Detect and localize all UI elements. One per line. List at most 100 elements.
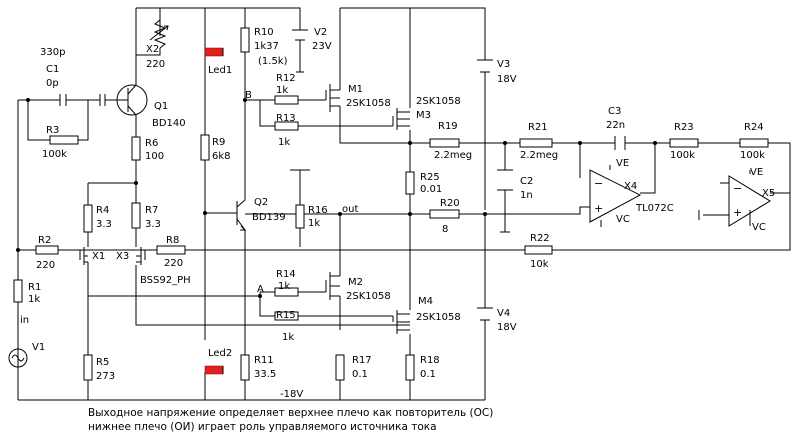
R21-body [519,138,553,148]
C3-plates [614,136,626,150]
opamp-X5-ve: VE [750,167,763,178]
R12-value: 1k [276,85,288,96]
R24-value: 100k [740,150,765,161]
R10-value: 1k37 [254,41,279,52]
component-labels: 330p C1 0p R3 100k R2 220 R1 1k in V1 X2… [20,27,775,400]
X4-ref: X4 [624,181,637,192]
X3-ref: X3 [116,251,129,262]
R9-body [200,134,210,161]
R6-ref: R6 [145,138,158,149]
M3-value: 2SK1058 [416,96,461,107]
R17-ref: R17 [352,355,372,366]
node-out: out [342,204,358,215]
mosfet-X1 [79,247,88,265]
R11-body [240,354,250,381]
R3-body [49,135,79,145]
R7-value: 3.3 [145,219,161,230]
R8-ref: R8 [166,235,179,246]
bjt-Q1 [105,84,148,116]
R20-body [429,209,460,219]
R13-ref: R13 [276,113,296,124]
R14-value: 1k [278,281,290,292]
C1-plates [59,94,67,106]
R2-body [35,245,59,255]
R1-body [13,279,23,303]
wiring [17,7,791,401]
mosfet-M4 [392,310,410,334]
battery-V3 [477,59,493,80]
note-line-2: нижнее плечо (ОИ) играет роль управляемо… [88,421,437,433]
X4-value: TL072C [635,203,674,214]
svg-text:+: + [594,202,603,215]
R25-ref: R25 [420,172,440,183]
R23-body [669,138,699,148]
node-neg18v: -18V [280,389,303,400]
Led1-body [204,47,224,57]
R5-body [83,354,93,381]
Led1-ref: Led1 [208,65,232,76]
R20-ref: R20 [440,198,460,209]
X3-value: BSS92_PH [140,275,191,286]
R3-value: 100k [42,149,67,160]
R18-ref: R18 [420,355,440,366]
C1-ref: C1 [46,64,59,75]
Q1-value: BD140 [152,118,186,129]
R15-ref: R15 [276,310,296,321]
R25-value: 0.01 [420,184,442,195]
X2-value: 220 [146,59,165,70]
C2-ref: C2 [520,176,533,187]
R9-value: 6k8 [212,151,231,162]
R22-ref: R22 [530,233,550,244]
V3-value: 18V [497,74,517,85]
R21-ref: R21 [528,122,548,133]
C1-extra: 330p [40,47,65,58]
R19-value: 2.2meg [434,150,472,161]
junction-dots [16,98,657,298]
R15-value: 1k [282,332,294,343]
C3-value: 22n [606,120,625,131]
voltage-source-V1 [8,348,28,368]
R18-body [405,354,415,381]
mosfet-X3 [136,247,146,265]
R24-ref: R24 [744,122,764,133]
potentiometer-X2 [136,19,169,56]
svg-text:+: + [733,206,742,219]
M4-value: 2SK1058 [416,312,461,323]
resistor-symbols [13,27,769,381]
R7-ref: R7 [145,205,158,216]
R4-value: 3.3 [96,219,112,230]
input-label: in [20,315,29,326]
C2-plates [497,169,513,191]
R6-value: 100 [145,151,164,162]
R11-ref: R11 [254,355,274,366]
C1-end [99,94,106,106]
mosfet-M1 [325,84,341,112]
X1-ref: X1 [92,251,105,262]
R2-ref: R2 [38,235,51,246]
Q2-ref: Q2 [254,197,268,208]
node-A: A [257,284,264,295]
Led2-body [204,365,224,375]
R5-value: 273 [96,371,115,382]
opamp-X5: − + [728,175,771,227]
battery-V4 [477,307,493,328]
R8-value: 220 [164,258,183,269]
M2-value: 2SK1058 [346,291,391,302]
V4-ref: V4 [497,308,510,319]
R22-body [524,245,553,255]
R4-body [83,204,93,233]
R1-value: 1k [28,294,40,305]
R23-value: 100k [670,150,695,161]
node-B: B [245,90,252,101]
R12-ref: R12 [276,73,296,84]
R15-body [274,311,299,321]
X5-ref: X5 [762,188,775,199]
R13-body [274,121,299,131]
R6-body [131,136,141,161]
C1-value: 0p [46,78,59,89]
V4-value: 18V [497,322,517,333]
R20-value: 8 [442,224,448,235]
Q2-value: BD139 [252,212,286,223]
V2-ref: V2 [314,27,327,38]
R11-value: 33.5 [254,369,276,380]
